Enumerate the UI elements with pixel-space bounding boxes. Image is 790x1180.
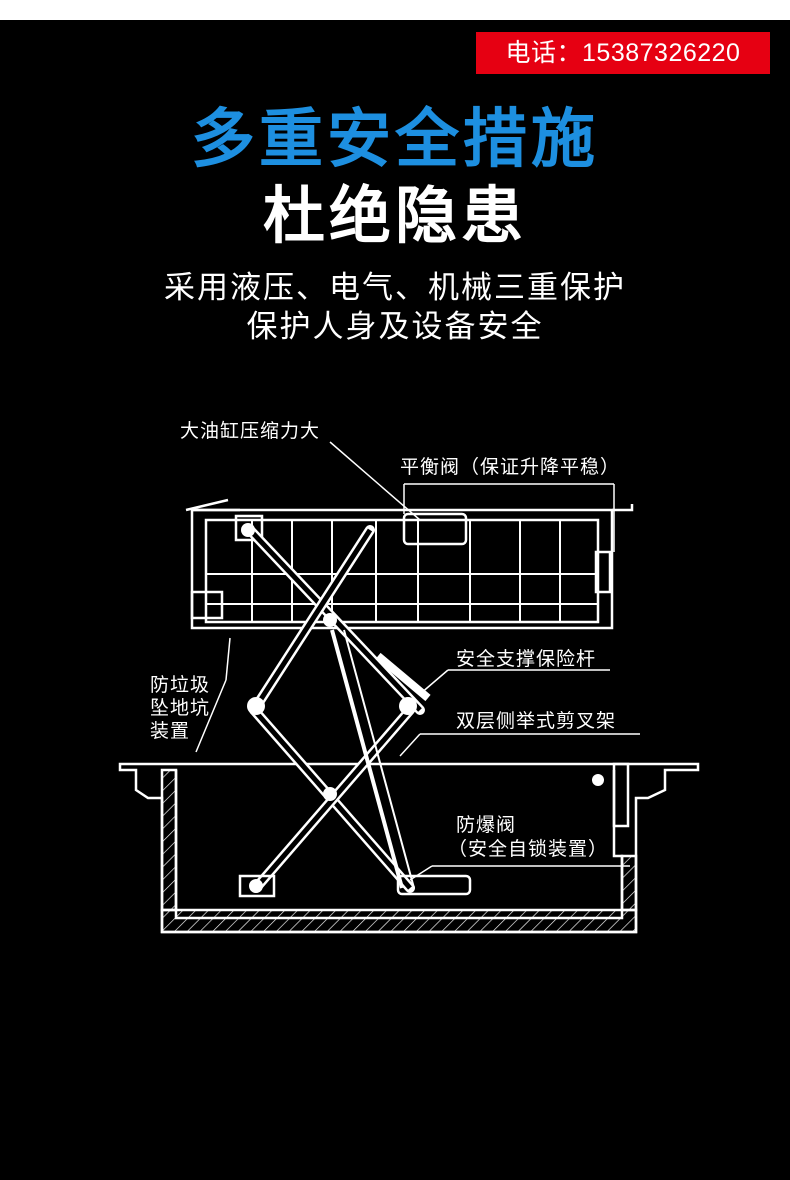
platform-frame [190, 508, 614, 630]
diagram-drawing [118, 441, 700, 934]
label-balance-valve: 平衡阀（保证升降平稳） [400, 456, 621, 478]
label-support-bar: 安全支撑保险杆 [456, 648, 597, 670]
ground-outline [118, 762, 700, 934]
pit-floor-hatch [160, 908, 638, 934]
headline-main: 多重安全措施 [191, 102, 599, 177]
subtitle-line-1: 采用液压、电气、机械三重保护 [164, 270, 626, 306]
frame-block-right [594, 550, 612, 594]
label-anti-fall-device: 防垃圾 坠地坑 装置 [150, 674, 211, 742]
pit-side-wall [612, 762, 630, 828]
base-block-left [238, 874, 276, 898]
frame-block-left [234, 514, 264, 542]
poster-canvas: 电话：15387326220 多重安全措施 杜绝隐患 采用液压、电气、机械三重保… [0, 20, 790, 1180]
label-explosion-valve: 防爆阀 [456, 814, 517, 836]
phone-badge[interactable]: 电话：15387326220 [476, 32, 770, 74]
pit-left-hatch [160, 768, 178, 912]
balance-valve-body [402, 512, 468, 546]
label-cylinder: 大油缸压缩力大 [180, 420, 321, 442]
explosion-valve-body [396, 874, 472, 896]
scissor-lift-diagram: 大油缸压缩力大 平衡阀（保证升降平稳） 安全支撑保险杆 防垃圾 坠地坑 装置 双… [0, 380, 790, 940]
label-scissor-frame: 双层侧举式剪叉架 [456, 710, 617, 732]
subtitle-line-2: 保护人身及设备安全 [246, 309, 544, 345]
frame-block-left-low [190, 590, 224, 620]
platform-lip-right [612, 504, 634, 512]
platform-lip-left [185, 498, 229, 512]
platform-inner-frame [204, 518, 600, 624]
pit-right-hatch [620, 854, 638, 912]
label-self-lock: （安全自锁装置） [448, 838, 609, 860]
headline-secondary: 杜绝隐患 [262, 179, 527, 252]
